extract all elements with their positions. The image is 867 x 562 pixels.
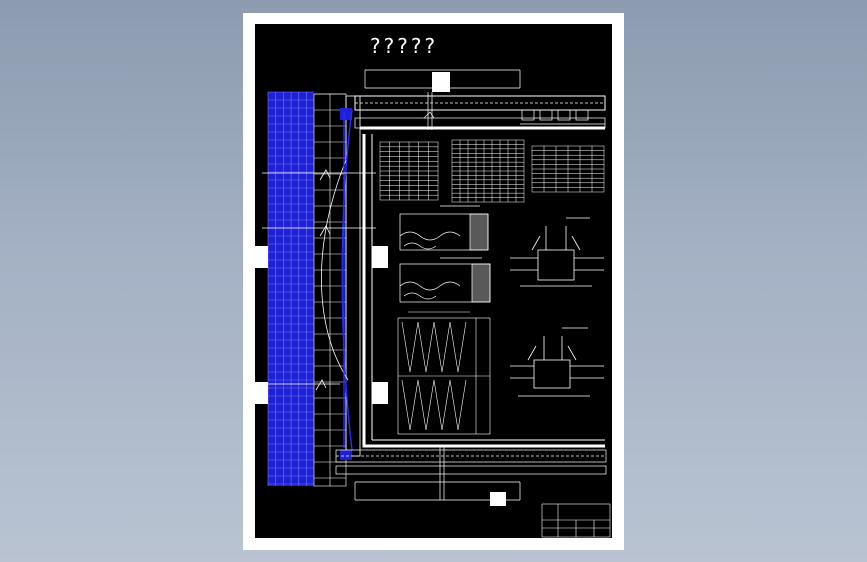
edge-blocks	[255, 72, 506, 506]
tunnel-curve	[321, 109, 353, 451]
title-block	[541, 503, 611, 538]
drawing-title: ?????	[370, 34, 439, 58]
left-leader-lines	[262, 169, 376, 391]
table-1	[379, 141, 439, 201]
table-2	[451, 139, 525, 203]
foundation-detail-1	[510, 217, 604, 287]
elevation-panel	[397, 311, 491, 435]
bottom-section	[335, 446, 607, 501]
foundation-detail-2	[510, 327, 604, 397]
section-detail-2	[399, 257, 491, 303]
blue-pile-grid	[267, 91, 314, 486]
table-3	[531, 145, 605, 193]
retaining-wall-grid	[313, 93, 361, 487]
top-section	[354, 69, 606, 130]
section-detail-1	[399, 205, 489, 251]
inner-frame	[360, 126, 605, 448]
